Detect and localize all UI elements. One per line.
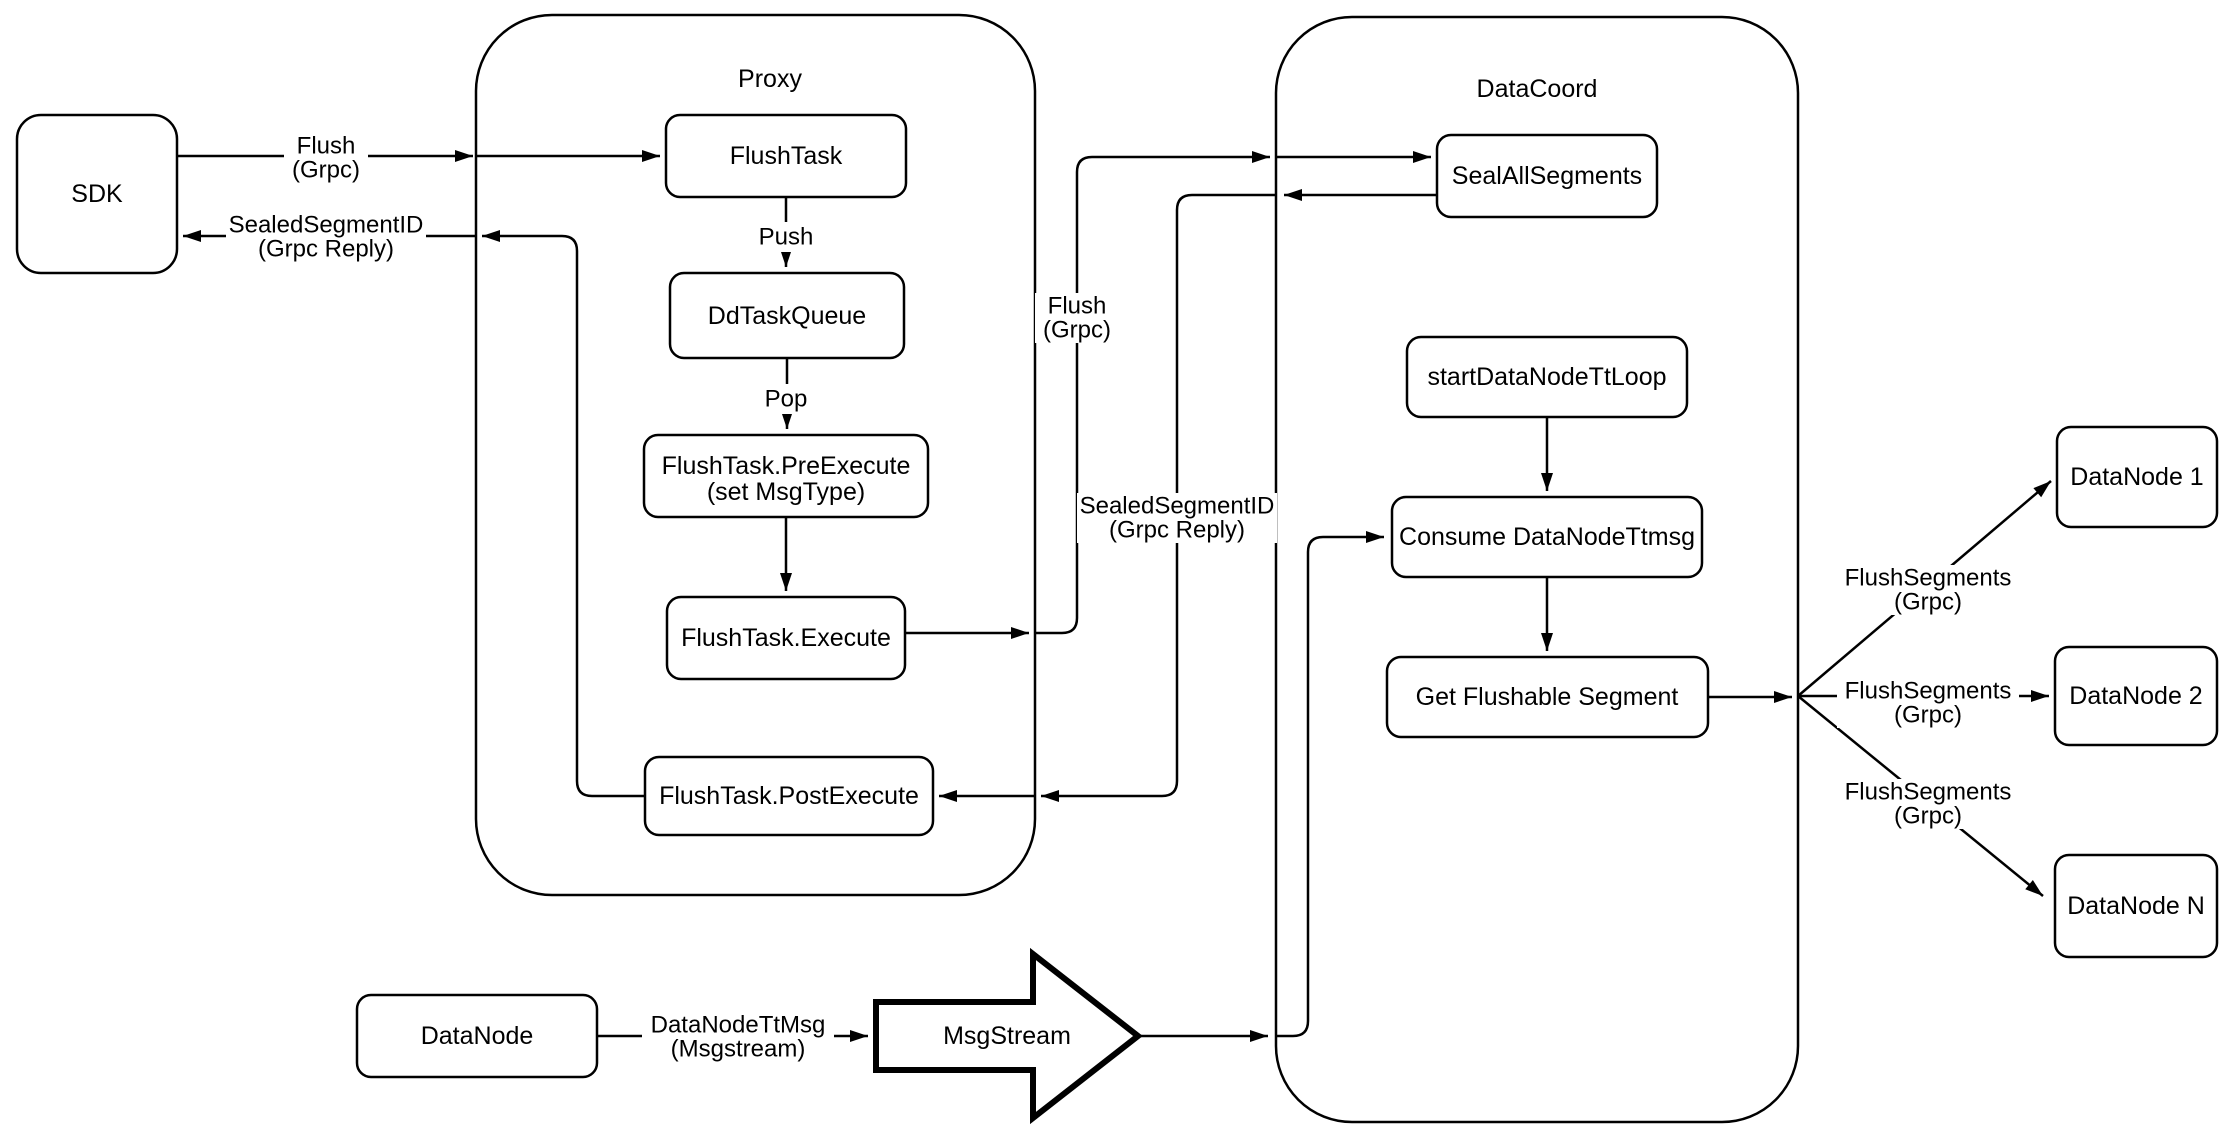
edge-label-text: (Grpc Reply) <box>1109 517 1245 544</box>
edge-segment <box>1035 151 1270 635</box>
proxy-container <box>474 13 1037 897</box>
label-bg <box>642 1012 834 1062</box>
edge-label-text: (Grpc) <box>1894 702 1962 729</box>
sealallsegments-label: SealAllSegments <box>1452 162 1642 190</box>
datanode-bottom-node <box>355 993 599 1079</box>
sealallsegments-node <box>1435 133 1659 219</box>
msgstream-arrow-shape <box>873 947 1143 1125</box>
edge-label-text: (Grpc Reply) <box>258 236 394 263</box>
datanode-bottom-label: DataNode <box>421 1022 534 1050</box>
preexecute-label-line2: (set MsgType) <box>707 478 865 506</box>
label-bg <box>753 222 819 252</box>
datanode-n-label: DataNode N <box>2067 892 2205 920</box>
edge-flush-execute-to-sealallsegments <box>905 151 1431 639</box>
label-bg <box>758 384 814 414</box>
edge-segment <box>1276 531 1384 1038</box>
edge-label-flushsegments-2: FlushSegments (Grpc) <box>1837 678 2019 729</box>
execute-label: FlushTask.Execute <box>681 624 891 652</box>
preexecute-node <box>642 433 930 519</box>
datanode-2-label: DataNode 2 <box>2069 682 2202 710</box>
execute-node <box>665 595 907 681</box>
edge-label-text: Flush <box>1048 293 1107 320</box>
edge-label-text: (Grpc) <box>1043 317 1111 344</box>
postexecute-node <box>643 755 935 837</box>
edge-label-text: (Grpc) <box>1894 589 1962 616</box>
edge-segment <box>482 230 645 798</box>
edge-label-push: Push <box>753 222 819 252</box>
flushtask-node <box>664 113 908 199</box>
preexecute-label-line1: FlushTask.PreExecute <box>662 452 911 480</box>
startdatanodettloop-label: startDataNodeTtLoop <box>1427 363 1666 391</box>
datacoord-title: DataCoord <box>1477 75 1598 103</box>
getflushablesegment-node <box>1385 655 1710 739</box>
datanode-2-node <box>2053 645 2219 747</box>
label-bg <box>1035 293 1119 343</box>
ddtaskqueue-label: DdTaskQueue <box>708 302 866 330</box>
edge-sealedsegmentid-postexecute-to-sdk <box>183 230 645 798</box>
proxy-title: Proxy <box>738 65 802 93</box>
datanode-1-node <box>2055 425 2219 529</box>
datanode-1-label: DataNode 1 <box>2070 463 2203 491</box>
consumedatanodettmsg-node <box>1390 495 1704 579</box>
edge-label-text: Pop <box>765 386 808 413</box>
edge-label-sealedsegmentid-sdk: SealedSegmentID (Grpc Reply) <box>226 212 426 263</box>
getflushablesegment-label: Get Flushable Segment <box>1416 683 1679 711</box>
datacoord-container <box>1274 15 1800 1124</box>
edge-label-text: FlushSegments <box>1845 565 2012 592</box>
edge-label-text: (Msgstream) <box>671 1036 806 1063</box>
label-bg <box>226 212 426 262</box>
label-bg <box>284 133 368 183</box>
postexecute-label: FlushTask.PostExecute <box>659 782 919 810</box>
consumedatanodettmsg-label: Consume DataNodeTtmsg <box>1399 523 1695 551</box>
datanode-n-node <box>2053 853 2219 959</box>
label-bg <box>1837 779 2019 829</box>
edge-label-text: FlushSegments <box>1845 779 2012 806</box>
edge-msgstream-to-consume <box>1138 531 1384 1042</box>
sdk-label: SDK <box>71 180 123 208</box>
edge-label-text: Push <box>759 224 814 251</box>
sdk-node <box>15 113 179 275</box>
edge-label-text: DataNodeTtMsg <box>651 1012 826 1039</box>
label-bg <box>1837 565 2019 615</box>
edge-label-flush-sdk: Flush (Grpc) <box>284 133 368 184</box>
startdatanodettloop-node <box>1405 335 1689 419</box>
edge-label-datanodettmsg: DataNodeTtMsg (Msgstream) <box>642 1012 834 1063</box>
edge-label-pop: Pop <box>758 384 814 414</box>
ddtaskqueue-node <box>668 271 906 360</box>
flushtask-label: FlushTask <box>730 142 843 170</box>
label-bg <box>1837 678 2019 728</box>
edge-label-flushsegments-n: FlushSegments (Grpc) <box>1837 779 2019 830</box>
edge-label-text: (Grpc) <box>292 157 360 184</box>
edge-label-text: SealedSegmentID <box>229 212 424 239</box>
edge-label-text: SealedSegmentID <box>1080 493 1275 520</box>
edge-label-text: FlushSegments <box>1845 678 2012 705</box>
edge-label-text: (Grpc) <box>1894 803 1962 830</box>
edge-label-flush-mid: Flush (Grpc) <box>1035 293 1119 344</box>
msgstream-label: MsgStream <box>943 1022 1071 1050</box>
label-bg <box>1077 493 1277 543</box>
edge-label-flushsegments-1: FlushSegments (Grpc) <box>1837 565 2019 616</box>
edge-label-text: Flush <box>297 133 356 160</box>
edge-label-sealedsegmentid-mid: SealedSegmentID (Grpc Reply) <box>1077 493 1277 544</box>
